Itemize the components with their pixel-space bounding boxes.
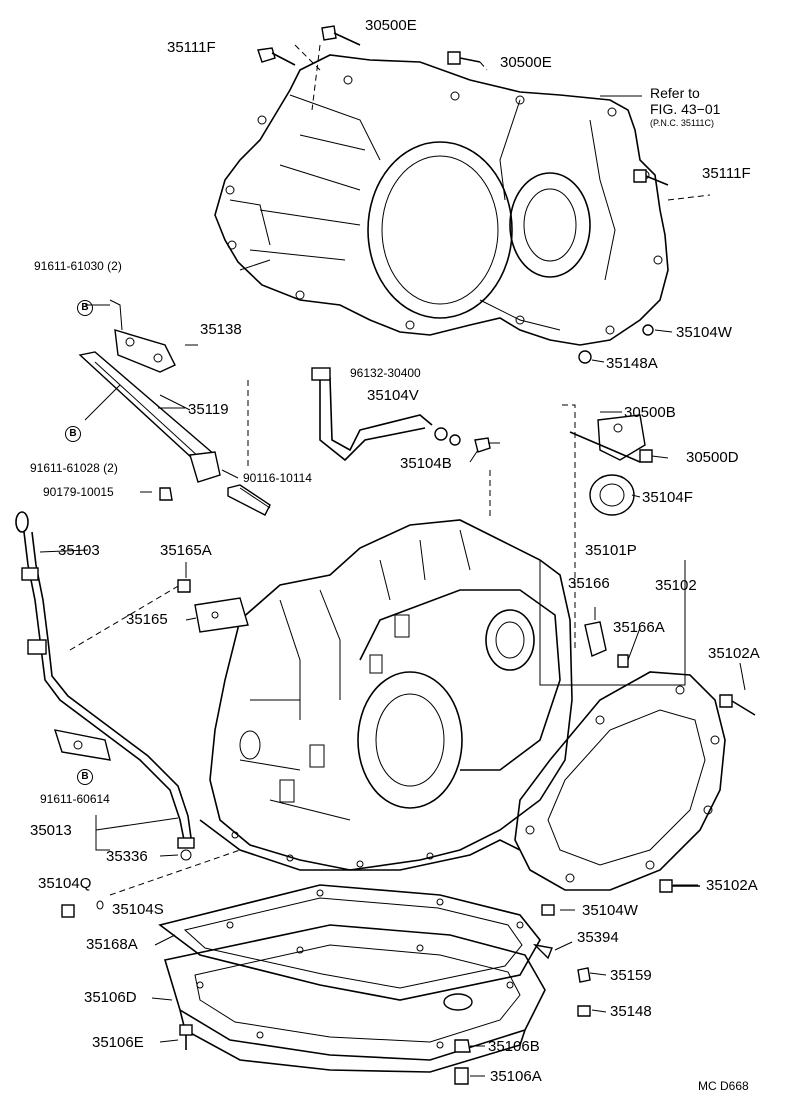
figure-code: MC D668: [698, 1079, 749, 1093]
part-label-35102A-top[interactable]: 35102A: [708, 645, 760, 662]
marker-b-icon: B: [65, 426, 81, 442]
part-label-35148A[interactable]: 35148A: [606, 355, 658, 372]
part-label-91611-60614[interactable]: 91611-60614: [40, 792, 110, 806]
part-label-35111F-right[interactable]: 35111F: [702, 165, 751, 182]
marker-b-icon: B: [77, 769, 93, 785]
breather-hose-drawing: [311, 367, 500, 520]
plate-35165-drawing: [177, 579, 249, 633]
oil-pan-drawing: [163, 924, 546, 1073]
leader-lines-top: [294, 44, 711, 363]
part-label-30500E-top[interactable]: 30500E: [365, 17, 417, 34]
part-label-91611-61028[interactable]: 91611-61028 (2): [30, 461, 118, 475]
part-label-35104S[interactable]: 35104S: [112, 901, 164, 918]
oil-pan-gasket-drawing: [158, 884, 541, 1001]
marker-b-icon: B: [77, 300, 93, 316]
part-label-90116-10114[interactable]: 90116-10114: [243, 471, 312, 485]
part-label-30500E-mid[interactable]: 30500E: [500, 54, 552, 71]
part-label-35336[interactable]: 35336: [106, 848, 148, 865]
small-parts-drawing: [61, 900, 591, 1085]
dipstick-drawing: [15, 511, 195, 861]
part-label-35106B[interactable]: 35106B: [488, 1038, 540, 1055]
part-label-35102[interactable]: 35102: [655, 577, 697, 594]
part-label-35103[interactable]: 35103: [58, 542, 100, 559]
part-label-35102A-bottom[interactable]: 35102A: [706, 877, 758, 894]
bracket-35119-drawing: [78, 299, 271, 516]
transaxle-housing-drawing: [214, 54, 669, 346]
part-label-91611-61030[interactable]: 91611-61030 (2): [34, 259, 122, 273]
transmission-case-drawing: [199, 519, 573, 871]
part-label-35104V[interactable]: 35104V: [367, 387, 419, 404]
part-label-35148[interactable]: 35148: [610, 1003, 652, 1020]
side-cover-drawing: [514, 560, 756, 916]
leader-lines-bottom: [39, 304, 746, 1077]
part-label-90179-10015[interactable]: 90179-10015: [43, 485, 114, 499]
part-label-35106D[interactable]: 35106D: [84, 989, 137, 1006]
part-label-35106E[interactable]: 35106E: [92, 1034, 144, 1051]
part-label-35165[interactable]: 35165: [126, 611, 168, 628]
housing-bolts-drawing: [257, 25, 669, 364]
part-label-35104W-bottom[interactable]: 35104W: [582, 902, 638, 919]
refer-note-pnc: (P.N.C. 35111C): [650, 118, 715, 128]
part-label-35138[interactable]: 35138: [200, 321, 242, 338]
refer-note-line1: Refer to: [650, 85, 700, 101]
refer-note-figure-link[interactable]: FIG. 43−01: [650, 101, 721, 117]
part-label-35159[interactable]: 35159: [610, 967, 652, 984]
part-label-30500D[interactable]: 30500D: [686, 449, 739, 466]
seal-bracket-drawing: [562, 404, 669, 650]
part-label-96132-30400[interactable]: 96132-30400: [350, 366, 421, 380]
part-label-35394[interactable]: 35394: [577, 929, 619, 946]
part-label-35166A[interactable]: 35166A: [613, 619, 665, 636]
part-label-35013[interactable]: 35013: [30, 822, 72, 839]
part-label-35106A[interactable]: 35106A: [490, 1068, 542, 1085]
part-label-35119[interactable]: 35119: [188, 401, 229, 418]
part-label-35104F[interactable]: 35104F: [642, 489, 693, 506]
part-label-35111F-top[interactable]: 35111F: [167, 39, 216, 56]
part-label-35104W-top[interactable]: 35104W: [676, 324, 732, 341]
part-label-30500B[interactable]: 30500B: [624, 404, 676, 421]
part-label-35104B[interactable]: 35104B: [400, 455, 452, 472]
part-label-35166[interactable]: 35166: [568, 575, 610, 592]
part-label-35168A[interactable]: 35168A: [86, 936, 138, 953]
part-label-35165A[interactable]: 35165A: [160, 542, 212, 559]
part-label-35101P[interactable]: 35101P: [585, 542, 637, 559]
part-label-35104Q[interactable]: 35104Q: [38, 875, 92, 892]
